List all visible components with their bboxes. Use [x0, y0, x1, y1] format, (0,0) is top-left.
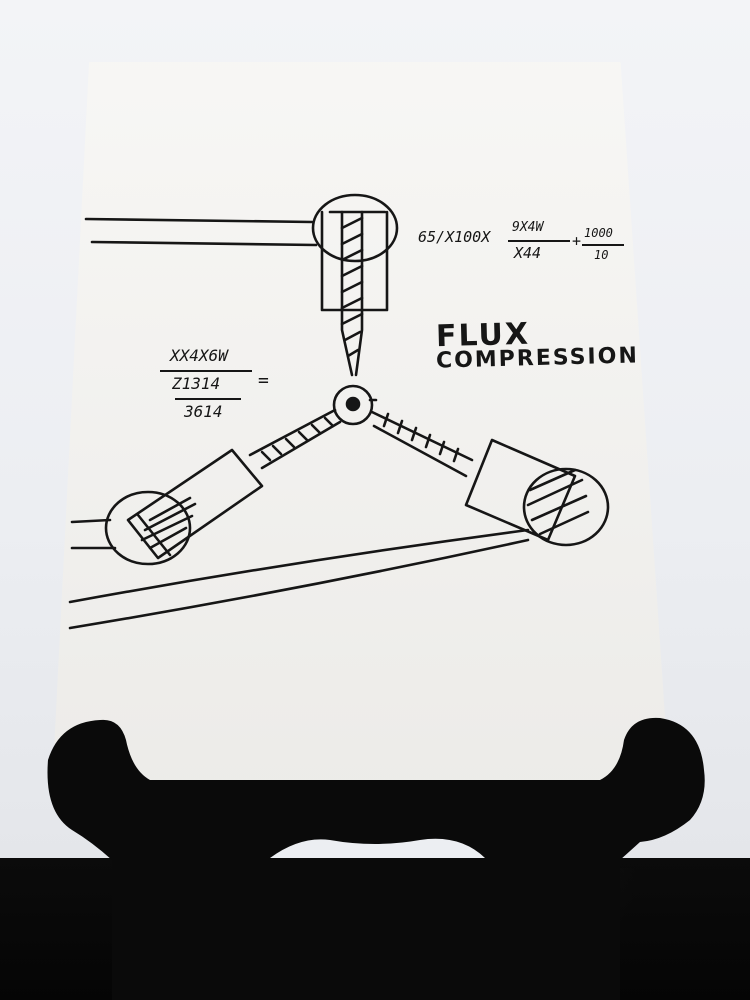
equation-fraction2-bar: [582, 244, 624, 246]
equation-fraction2-numerator: 1000: [584, 226, 613, 240]
left-equation-bar-1: [160, 370, 252, 372]
sketch-paper: [52, 62, 670, 790]
left-equation-middle: Z1314: [172, 374, 221, 393]
equation-fraction2-denominator: 10: [594, 248, 609, 262]
equation-term: 65/X100X: [418, 228, 491, 246]
equation-denominator: X44: [514, 244, 542, 262]
left-equation-bar-2: [175, 398, 241, 400]
equation-numerator: 9X4W: [512, 220, 544, 235]
equation-plus: +: [572, 232, 582, 250]
equation-fraction-bar: [508, 240, 570, 242]
left-equation-top: XX4X6W: [170, 346, 228, 365]
left-equation-bottom: 3614: [184, 402, 223, 421]
left-equation-equals: =: [258, 370, 269, 391]
